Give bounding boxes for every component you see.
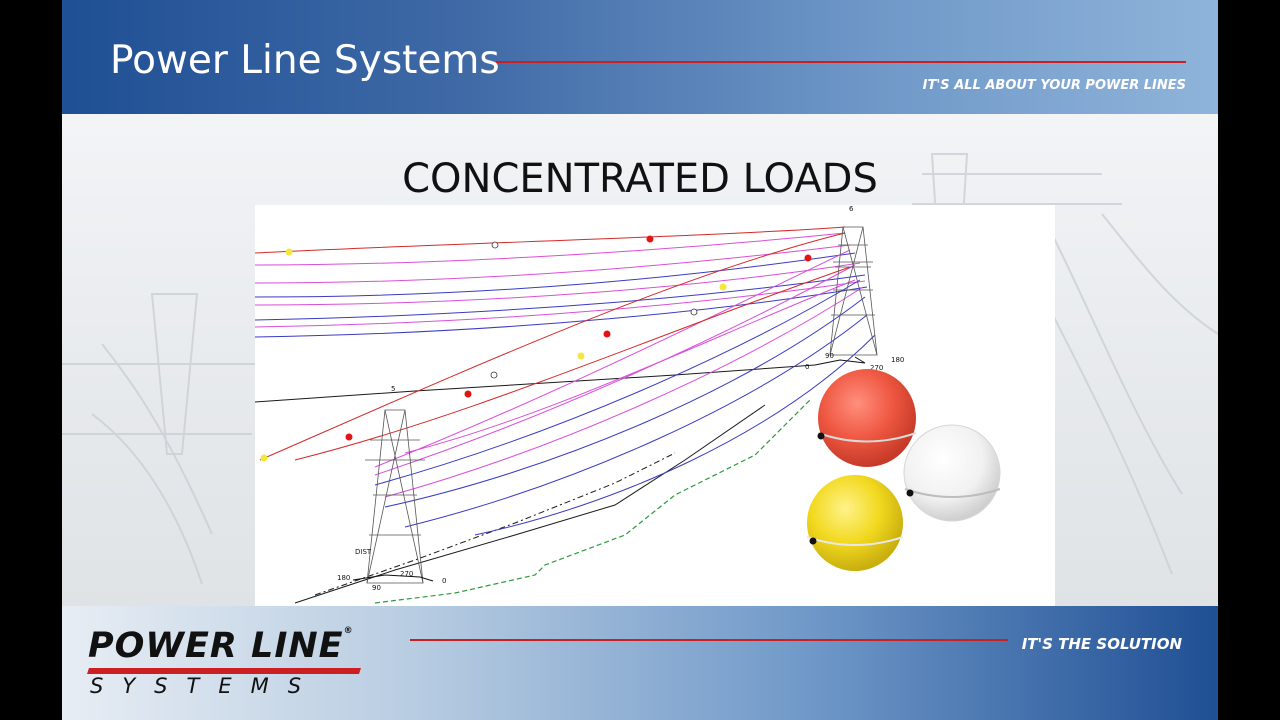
power-line-systems-logo: POWER LINE® SYSTEMS (87, 626, 378, 706)
footer-tagline: IT'S THE SOLUTION (1021, 635, 1182, 653)
wire-red-top (255, 226, 846, 254)
wire-sag-drawing: 6 5 DIST 90 180 270 0 180 270 90 0 (255, 205, 1001, 604)
wire-magenta-4 (255, 280, 866, 328)
header-banner: Power Line Systems IT'S ALL ABOUT YOUR P… (62, 0, 1218, 114)
concentrated-loads-diagram: 6 5 DIST 90 180 270 0 180 270 90 0 (255, 205, 1055, 606)
marker-ball-red (817, 369, 917, 467)
marker-ball-white (903, 424, 1001, 522)
markers (260, 235, 812, 462)
header-divider (496, 61, 1186, 63)
wire-magenta-7 (384, 286, 864, 498)
slide-heading: CONCENTRATED LOADS (402, 156, 878, 202)
dial-left-90: 90 (372, 584, 381, 592)
wire-red-mid (259, 232, 846, 461)
header-tagline: IT'S ALL ABOUT YOUR POWER LINES (922, 78, 1186, 93)
wire-blue-4 (374, 279, 861, 486)
page-title: Power Line Systems (110, 38, 500, 83)
terrain-profile-dashed-black (314, 452, 676, 596)
structure-label-6: 6 (849, 205, 854, 213)
wire-blue-7 (474, 334, 876, 536)
wire-magenta-3 (255, 262, 861, 306)
tower-right (829, 226, 878, 356)
terrain-profile-green (374, 399, 811, 604)
dial-right-0: 0 (805, 363, 809, 371)
logo-registered-mark: ® (343, 626, 354, 636)
footer-banner: POWER LINE® SYSTEMS IT'S THE SOLUTION (62, 606, 1218, 720)
wire-magenta-2 (255, 244, 851, 284)
wire-magenta-8 (404, 279, 856, 454)
dist-label: DIST (355, 548, 372, 556)
wire-blue-2 (255, 274, 866, 321)
wire-blue-6 (404, 314, 868, 528)
dial-right-90: 90 (825, 352, 834, 360)
wire-magenta-5 (374, 249, 851, 468)
marker-ball-yellow (806, 475, 904, 571)
wire-blue-1 (255, 252, 856, 298)
background-towers-image (62, 153, 1218, 585)
wire-blue-3 (255, 286, 868, 338)
logo-text-top: POWER LINE (88, 626, 344, 666)
ground-profile (255, 364, 816, 403)
slide: Power Line Systems IT'S ALL ABOUT YOUR P… (62, 0, 1218, 720)
dial-left-180: 180 (337, 574, 350, 582)
wire-blue-5 (384, 296, 866, 508)
footer-divider (410, 639, 1008, 641)
dial-left-0: 0 (442, 577, 446, 585)
dial-right-270: 270 (870, 364, 883, 372)
structure-label-5: 5 (391, 385, 395, 393)
dial-right-180: 180 (891, 356, 904, 364)
wire-magenta-1 (255, 232, 846, 266)
tower-left (365, 409, 425, 584)
wire-magenta-6 (374, 264, 856, 476)
wire-red-lower (294, 266, 851, 461)
dial-left-270: 270 (400, 570, 413, 578)
logo-text-bottom: SYSTEMS (90, 674, 321, 698)
terrain-profile-black (294, 404, 766, 604)
